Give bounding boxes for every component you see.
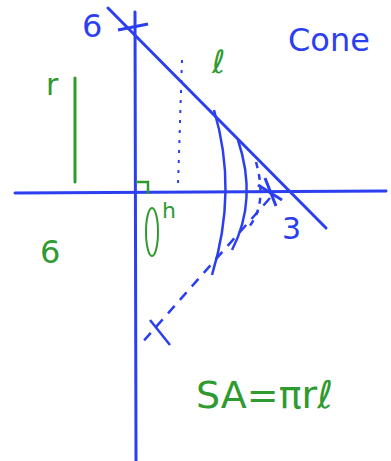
horizontal-axis: [15, 191, 386, 193]
dimension-label: 3: [282, 214, 301, 244]
cone-arc: [232, 140, 247, 250]
dimension-label: 6: [82, 10, 102, 42]
right-angle-mark: [136, 182, 148, 194]
base-ellipse: [146, 208, 158, 256]
cone-arc: [248, 162, 261, 228]
radius-label: r: [46, 70, 58, 100]
tick-mark: [118, 24, 148, 30]
radius-bar: [74, 78, 77, 182]
tick-mark: [150, 320, 170, 345]
formula: SA=πrℓ: [196, 376, 333, 414]
dashed-line: [140, 198, 270, 345]
cone-arc: [212, 110, 226, 275]
dotted-line: [178, 60, 182, 185]
height-label: h: [162, 200, 176, 222]
dimension-label: 6: [40, 236, 60, 268]
vertical-axis: [135, 12, 136, 461]
title-note: Cone: [288, 24, 370, 56]
slant-label: ℓ: [212, 46, 225, 78]
